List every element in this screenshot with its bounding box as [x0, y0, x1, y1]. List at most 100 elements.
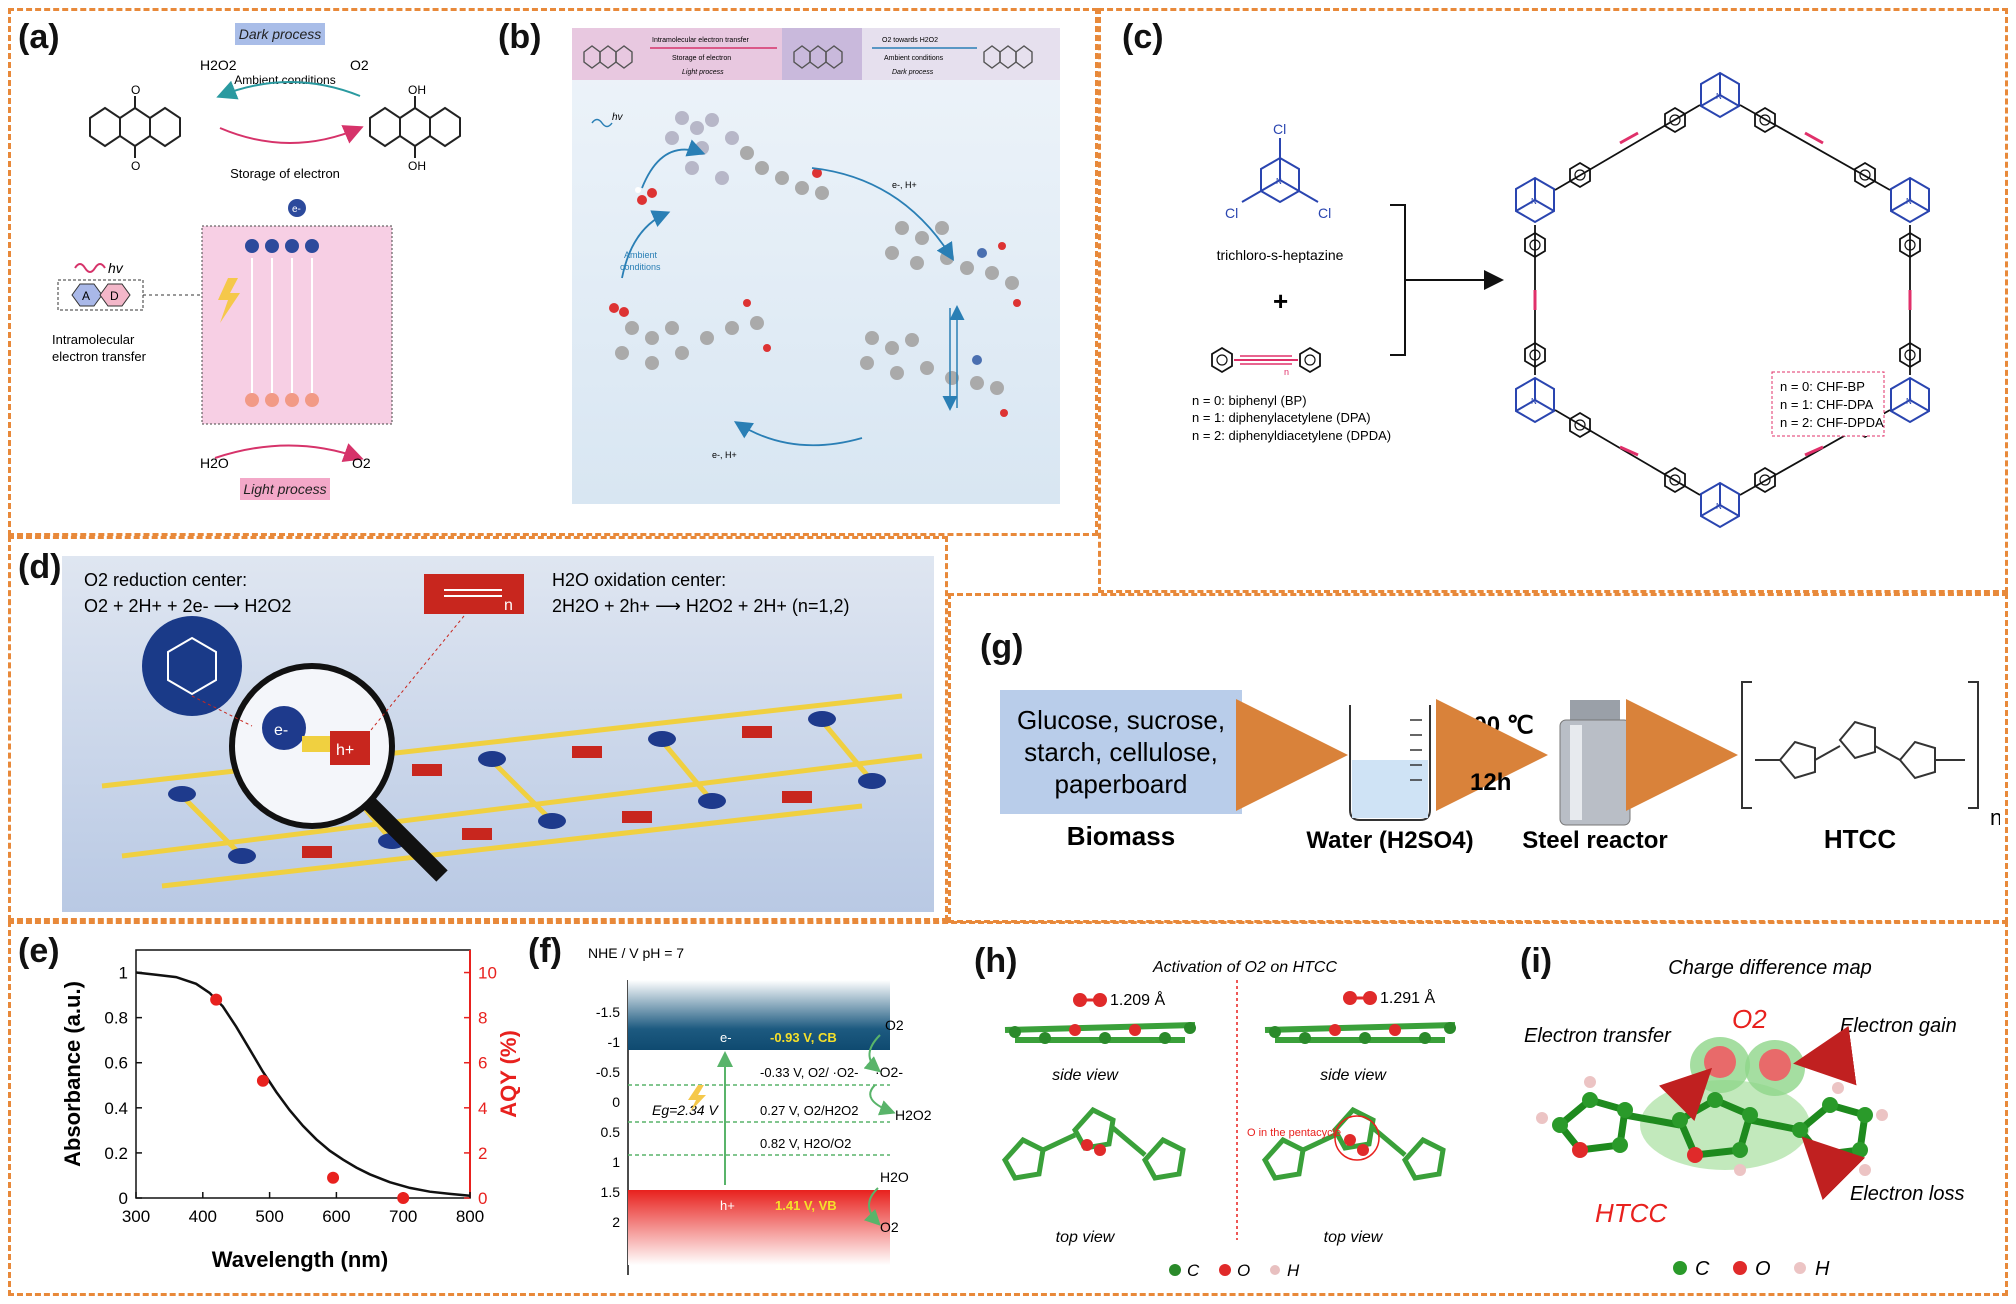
- b-eh-bot: e-, H+: [712, 450, 737, 460]
- c-cl-left: Cl: [1225, 205, 1238, 221]
- g-biomass-line2: starch, cellulose,: [1024, 737, 1218, 767]
- a-holes-row: [245, 393, 319, 407]
- d-red-eq: O2 + 2H+ + 2e- ⟶ H2O2: [84, 596, 291, 616]
- i-legend-c: C: [1695, 1258, 1710, 1280]
- a-electron-icon: [288, 199, 306, 217]
- b-hv: hv: [612, 112, 624, 123]
- b-hdr-storage: Storage of electron: [672, 55, 731, 62]
- b-hdr-ambient: Ambient conditions: [884, 55, 944, 62]
- e-xlabel: Wavelength (nm): [212, 1247, 388, 1272]
- g-htcc-structure: [1741, 681, 1979, 809]
- e-xtick-label: 500: [255, 1207, 283, 1226]
- label-d: (d): [18, 548, 62, 586]
- b-arrow-bottom: [733, 421, 863, 447]
- g-temp: 200 ℃: [1460, 712, 1534, 739]
- i-legend-o: O: [1755, 1258, 1771, 1280]
- b-molecule-bottom-right: [860, 331, 1008, 417]
- h-side-right-label: side view: [1320, 1067, 1387, 1084]
- svg-text:0: 0: [612, 1094, 620, 1110]
- h-title: Activation of O2 on HTCC: [1152, 959, 1338, 976]
- a-oh-bot: OH: [408, 159, 426, 173]
- a-oh-top: OH: [408, 83, 426, 97]
- h-o2-left: [1073, 993, 1107, 1007]
- f-eg: Eg=2.34 V: [652, 1102, 719, 1118]
- f-o2b: O2: [880, 1219, 899, 1235]
- e-xtick-label: 600: [322, 1207, 350, 1226]
- e-y2tick-label: 0: [478, 1189, 487, 1208]
- e-ytick-label: 0: [119, 1189, 128, 1208]
- label-b: (b): [498, 18, 542, 56]
- g-water-label: Water (H2SO4): [1306, 827, 1473, 854]
- i-title: Charge difference map: [1668, 957, 1871, 979]
- h-legend-c: C: [1187, 1261, 1200, 1280]
- f-h: h+: [720, 1198, 735, 1213]
- i-loss-arrow: [1801, 1136, 1866, 1201]
- f-h2o: H2O: [880, 1169, 909, 1185]
- anthraquinone-molecule: [89, 96, 181, 158]
- a-donor-icon: [99, 283, 131, 307]
- h-legend-o: O: [1237, 1261, 1250, 1280]
- e-y2tick-label: 6: [478, 1054, 487, 1073]
- f-e: e-: [720, 1030, 732, 1045]
- b-arrow-left: [621, 210, 671, 279]
- panel-h-diagram: Activation of O2 on HTCC 1.209 Å side vi…: [1001, 959, 1456, 1280]
- e-xtick-label: 700: [389, 1207, 417, 1226]
- h-side-right: [1264, 1022, 1456, 1044]
- e-y2tick-label: 10: [478, 964, 497, 983]
- label-h: (h): [974, 942, 1018, 980]
- svg-text:0.5: 0.5: [601, 1124, 621, 1140]
- a-bottom-arrow: [214, 443, 364, 463]
- h-legend-h-dot: [1270, 1265, 1280, 1275]
- panel-i-diagram: Charge difference map O2 Electron transf…: [1524, 957, 1965, 1280]
- g-biomass-label: Biomass: [1067, 821, 1175, 851]
- frame-left-mid: [8, 536, 948, 921]
- a-hv-wave-icon: [74, 263, 106, 273]
- i-o-atom-2: [1759, 1049, 1791, 1081]
- b-arrow-top: [811, 167, 954, 262]
- dark-process-label: Dark process: [239, 26, 321, 42]
- c-n1: n = 1: diphenylacetylene (DPA): [1192, 410, 1371, 425]
- b-eh-top: e-, H+: [892, 180, 917, 190]
- e-aqy-point: [327, 1171, 340, 1184]
- h-o2-right: [1343, 991, 1377, 1005]
- f-vb-band: [628, 1190, 890, 1265]
- d-red-title: O2 reduction center:: [84, 570, 247, 590]
- c-n0: n = 0: biphenyl (BP): [1192, 393, 1307, 408]
- d-n: n: [504, 597, 513, 614]
- h-len1: 1.209 Å: [1110, 990, 1165, 1009]
- f-o2: O2: [885, 1017, 904, 1033]
- e-xtick-label: 300: [122, 1207, 150, 1226]
- panel-d-diagram: O2 reduction center: O2 + 2H+ + 2e- ⟶ H2…: [84, 570, 923, 889]
- b-header-molecules: [583, 45, 1033, 69]
- a-donor: D: [110, 289, 119, 303]
- c-c2: n = 2: CHF-DPDA: [1780, 415, 1884, 430]
- c-framework: [1515, 72, 1930, 528]
- a-transition-lines: [251, 258, 313, 393]
- panel-c-diagram: N Cl Cl Cl trichloro-s-heptazine + n n =…: [1192, 72, 1930, 528]
- a-acceptor: A: [82, 289, 90, 303]
- c-trichloro: trichloro-s-heptazine: [1217, 247, 1344, 263]
- e-plot-frame: [135, 949, 471, 1199]
- a-intramolecular: Intramolecular: [52, 332, 135, 347]
- i-legend-c-dot: [1673, 1261, 1687, 1275]
- frame-top: [8, 8, 1098, 536]
- e-ylabel: Absorbance (a.u.): [60, 981, 85, 1167]
- h-top-left-label: top view: [1056, 1229, 1116, 1246]
- g-biomass-box: [1000, 690, 1242, 814]
- svg-text:1.5: 1.5: [601, 1184, 621, 1200]
- b-hdr-light: Light process: [682, 69, 724, 76]
- c-plus: +: [1273, 286, 1288, 316]
- i-htcc: HTCC: [1595, 1198, 1667, 1228]
- a-electrons-row: [245, 239, 319, 253]
- e-aqy-point: [256, 1074, 269, 1087]
- c-phenyl-left: [1211, 347, 1233, 373]
- d-heptazine-circle: [142, 616, 242, 716]
- a-hv: hv: [108, 260, 124, 276]
- e-y2tick-label: 2: [478, 1144, 487, 1163]
- c-heptazine-monomer: [1260, 157, 1300, 203]
- frame-c: [1098, 8, 2008, 593]
- i-transfer-arrow: [1659, 1067, 1713, 1121]
- h-legend-h: H: [1287, 1261, 1300, 1280]
- anthrahydroquinone-molecule: [369, 96, 461, 158]
